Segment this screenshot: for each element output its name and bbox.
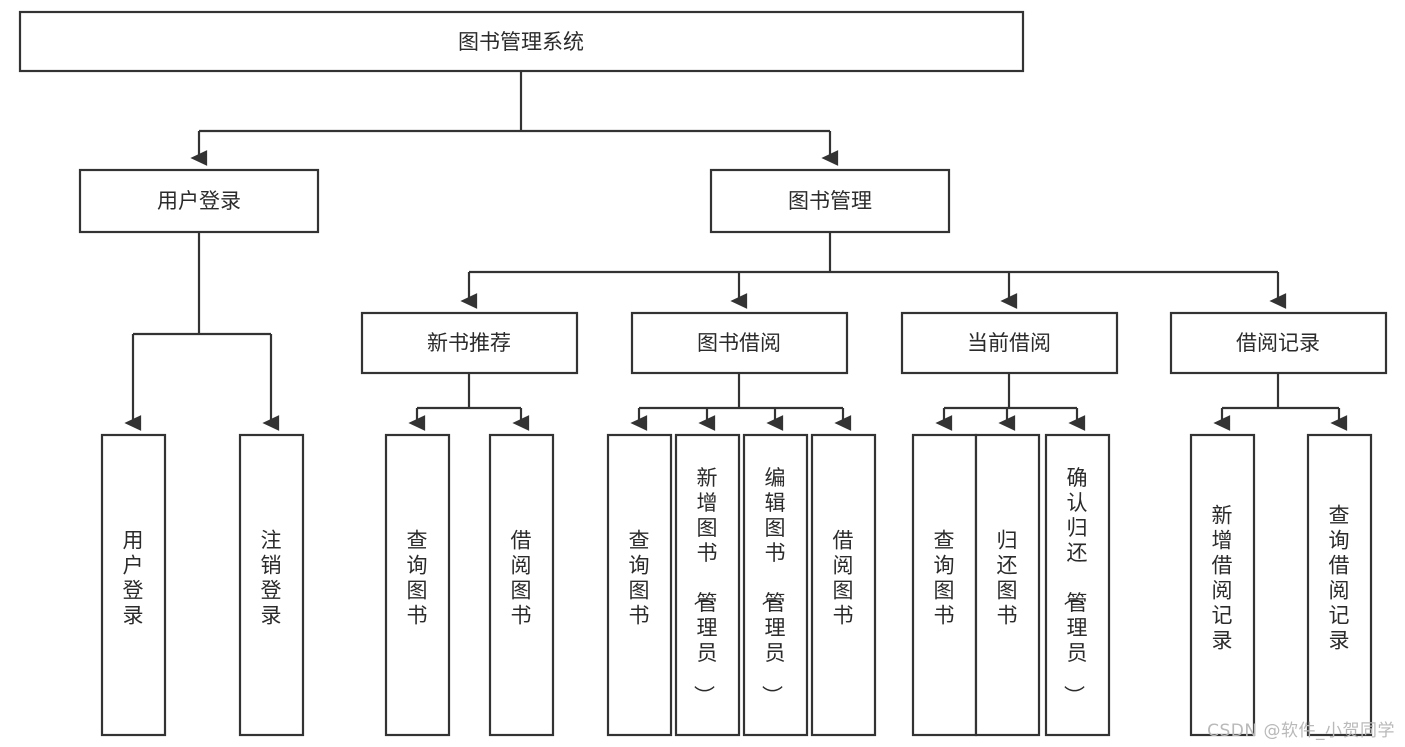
edge-group-user-login-to-leaves xyxy=(124,232,280,431)
node-new-book-recommend-label: 新书推荐 xyxy=(427,331,511,355)
node-leaf-confirm-return-box[interactable] xyxy=(1044,433,1111,737)
node-leaf-borrow-book-1-label: 借阅图书 xyxy=(511,529,532,628)
node-leaf-user-login[interactable]: 用户登录 xyxy=(100,433,167,737)
node-current-borrow[interactable]: 当前借阅 xyxy=(900,311,1119,375)
node-current-borrow-label: 当前借阅 xyxy=(967,331,1051,355)
node-leaf-return-book-box[interactable] xyxy=(974,433,1041,737)
node-root-label: 图书管理系统 xyxy=(458,30,584,54)
node-book-manage-label: 图书管理 xyxy=(788,189,872,213)
node-leaf-query-book-1[interactable]: 查询图书 xyxy=(384,433,451,737)
node-book-manage-box[interactable] xyxy=(709,168,951,234)
node-leaf-confirm-return-label: 确认归还（管理员） xyxy=(1062,466,1088,706)
node-leaf-logout-login-label: 注销登录 xyxy=(261,529,282,628)
node-leaf-add-record-label: 新增借阅记录 xyxy=(1212,504,1233,653)
node-book-borrow-label: 图书借阅 xyxy=(697,331,781,355)
node-leaf-edit-book-box[interactable] xyxy=(742,433,809,737)
node-borrow-record-label: 借阅记录 xyxy=(1236,331,1320,355)
node-leaf-query-record[interactable]: 查询借阅记录 xyxy=(1306,433,1373,737)
node-leaf-logout-login-box[interactable] xyxy=(238,433,305,737)
node-leaf-logout-login[interactable]: 注销登录 xyxy=(238,433,305,737)
node-leaf-query-book-2[interactable]: 查询图书 xyxy=(606,433,673,737)
node-leaf-borrow-book-1[interactable]: 借阅图书 xyxy=(488,433,555,737)
node-root-box[interactable] xyxy=(18,10,1025,73)
node-leaf-user-login-box[interactable] xyxy=(100,433,167,737)
node-leaf-query-record-label: 查询借阅记录 xyxy=(1329,504,1350,653)
node-book-borrow-box[interactable] xyxy=(630,311,849,375)
node-leaf-user-login-label: 用户登录 xyxy=(123,529,144,628)
node-user-login[interactable]: 用户登录 xyxy=(78,168,320,234)
edge-group-book-borrow-to-leaves xyxy=(630,373,852,431)
node-leaf-query-book-1-label: 查询图书 xyxy=(407,529,428,628)
node-user-login-box[interactable] xyxy=(78,168,320,234)
node-new-book-recommend[interactable]: 新书推荐 xyxy=(360,311,579,375)
node-new-book-recommend-box[interactable] xyxy=(360,311,579,375)
node-leaf-return-book[interactable]: 归还图书 xyxy=(974,433,1041,737)
node-user-login-label: 用户登录 xyxy=(157,189,241,213)
edge-group-root-to-level2 xyxy=(190,71,839,166)
node-leaf-add-record-box[interactable] xyxy=(1189,433,1256,737)
node-borrow-record-box[interactable] xyxy=(1169,311,1388,375)
node-leaf-query-book-1-box[interactable] xyxy=(384,433,451,737)
node-leaf-query-record-box[interactable] xyxy=(1306,433,1373,737)
node-leaf-add-book-label: 新增图书（管理员） xyxy=(692,466,718,706)
node-leaf-confirm-return[interactable]: 确认归还（管理员） xyxy=(1044,433,1111,737)
node-borrow-record[interactable]: 借阅记录 xyxy=(1169,311,1388,375)
node-leaf-query-book-2-box[interactable] xyxy=(606,433,673,737)
node-leaf-edit-book[interactable]: 编辑图书（管理员） xyxy=(742,433,809,737)
node-leaf-add-book[interactable]: 新增图书（管理员） xyxy=(674,433,741,737)
node-leaf-borrow-book-2-box[interactable] xyxy=(810,433,877,737)
node-leaf-add-record[interactable]: 新增借阅记录 xyxy=(1189,433,1256,737)
node-book-manage[interactable]: 图书管理 xyxy=(709,168,951,234)
csdn-watermark: CSDN @软件_小贺同学 xyxy=(1207,721,1395,741)
node-leaf-query-book-2-label: 查询图书 xyxy=(629,529,650,628)
node-current-borrow-box[interactable] xyxy=(900,311,1119,375)
edge-group-borrow-record-to-leaves xyxy=(1213,373,1348,431)
edge-group-new-book-recommend-to-leaves xyxy=(408,373,530,431)
node-book-borrow[interactable]: 图书借阅 xyxy=(630,311,849,375)
node-leaf-borrow-book-2[interactable]: 借阅图书 xyxy=(810,433,877,737)
node-leaf-edit-book-label: 编辑图书（管理员） xyxy=(760,466,786,706)
node-leaf-return-book-label: 归还图书 xyxy=(997,529,1018,628)
edge-group-current-borrow-to-leaves xyxy=(935,373,1086,431)
node-leaf-query-book-3-label: 查询图书 xyxy=(934,529,955,628)
node-leaf-borrow-book-1-box[interactable] xyxy=(488,433,555,737)
node-leaf-borrow-book-2-label: 借阅图书 xyxy=(833,529,854,628)
node-root-book-management-system[interactable]: 图书管理系统 xyxy=(18,10,1025,73)
edge-group-book-manage-to-level3 xyxy=(460,232,1287,309)
node-leaf-query-book-3[interactable]: 查询图书 xyxy=(911,433,978,737)
node-leaf-add-book-box[interactable] xyxy=(674,433,741,737)
